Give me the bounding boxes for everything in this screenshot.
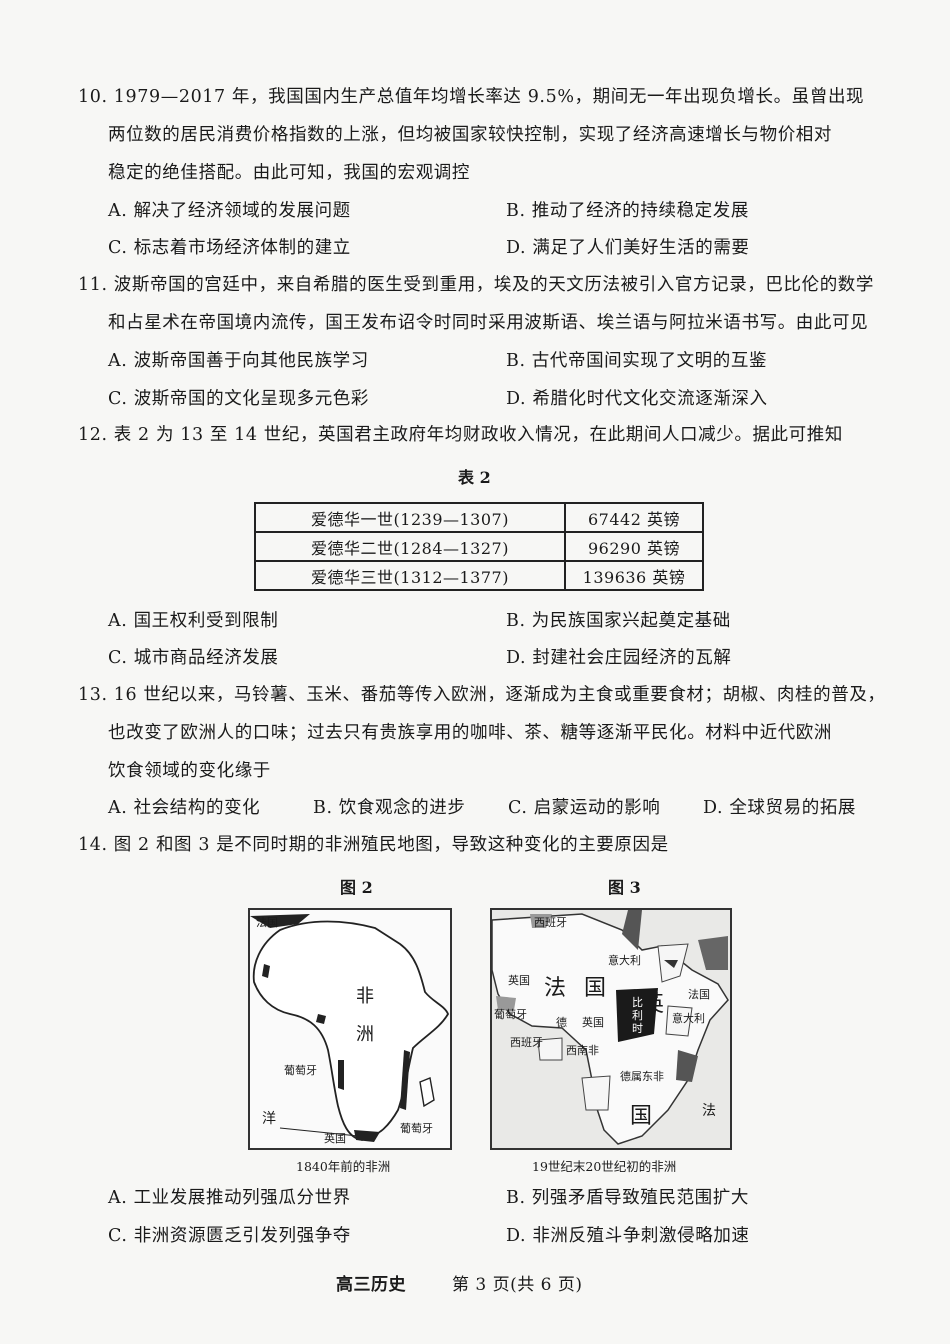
table-cell-revenue: 96290 英镑 [564,531,704,562]
q14-line-1: 14. 图 2 和图 3 是不同时期的非洲殖民地图，导致这种变化的主要原因是 [78,835,669,855]
map-label-france-east: 法国 [688,988,710,1001]
footer-subject: 高三历史 [336,1275,406,1295]
map-label-portugal-west: 葡萄牙 [494,1008,527,1021]
map-label-ying: 英 [642,992,665,1017]
q10-line-2: 两位数的居民消费价格指数的上涨，但均被国家较快控制，实现了经济高速增长与物价相对 [108,125,832,145]
q12-option-b[interactable]: B. 为民族国家兴起奠定基础 [506,611,731,631]
map-label-de: 德 [556,1016,567,1029]
table-row: 爱德华一世(1239—1307) 67442 英镑 [254,502,704,533]
q13-option-d[interactable]: D. 全球贸易的拓展 [703,798,857,818]
q11-line-2: 和占星术在帝国境内流传，国王发布诏令时同时采用波斯语、埃兰语与阿拉米语书写。由此… [108,313,869,333]
map-label-fei: 非 [356,986,374,1007]
africa-1840-map-image [250,914,449,1142]
table-cell-revenue: 67442 英镑 [564,502,704,533]
map-label-guo-1: 国 [584,976,607,1001]
q10-option-a[interactable]: A. 解决了经济领域的发展问题 [108,201,351,221]
q10-line-1: 10. 1979—2017 年，我国国内生产总值年均增长率达 9.5%，期间无一… [78,87,865,107]
figure-2-title: 图 2 [340,878,373,897]
q13-option-c[interactable]: C. 启蒙运动的影响 [508,798,661,818]
map-label-britain-west: 英国 [508,974,530,987]
figure-3-caption: 19世纪末20世纪初的非洲 [532,1159,677,1174]
map-label-spain-north: 西班牙 [534,916,567,929]
figure-2-map: 法国 非 洲 葡萄牙 洋 英国 葡萄牙 [248,908,452,1150]
map-label-zhou: 洲 [356,1024,374,1045]
table-cell-king: 爱德华二世(1284—1327) [254,531,566,562]
table-cell-king: 爱德华一世(1239—1307) [254,502,566,533]
q10-line-3: 稳定的绝佳搭配。由此可知，我国的宏观调控 [108,163,470,183]
q13-option-b[interactable]: B. 饮食观念的进步 [313,798,466,818]
table-2-caption: 表 2 [458,468,491,487]
table-2: 爱德华一世(1239—1307) 67442 英镑 爱德华二世(1284—132… [254,502,704,591]
q12-option-a[interactable]: A. 国王权利受到限制 [108,611,279,631]
map-label-fa: 法 [544,976,567,1001]
map-label-france: 法国 [256,916,278,929]
map-label-fa-2: 法 [702,1103,716,1119]
map-label-yingguo: 英国 [582,1016,604,1029]
figure-3-map: 西班牙 意大利 法 国 英 国 英国 葡萄牙 西班牙 德 英国 比利时 西南非 … [490,908,732,1150]
map-label-portugal-west: 葡萄牙 [284,1064,317,1077]
q12-option-d[interactable]: D. 封建社会庄园经济的瓦解 [506,648,732,668]
table-row: 爱德华三世(1312—1377) 139636 英镑 [254,560,704,591]
map-label-britain: 英国 [324,1132,346,1145]
q12-option-c[interactable]: C. 城市商品经济发展 [108,648,279,668]
map-label-portugal-east: 葡萄牙 [400,1122,433,1135]
q12-line-1: 12. 表 2 为 13 至 14 世纪，英国君主政府年均财政收入情况，在此期间… [78,425,843,445]
q11-option-a[interactable]: A. 波斯帝国善于向其他民族学习 [108,351,369,371]
q14-option-a[interactable]: A. 工业发展推动列强瓜分世界 [108,1188,351,1208]
q11-option-d[interactable]: D. 希腊化时代文化交流逐渐深入 [506,389,768,409]
map-label-southwest-africa: 西南非 [566,1044,599,1057]
footer-page-number: 第 3 页(共 6 页) [452,1275,583,1295]
q14-option-b[interactable]: B. 列强矛盾导致殖民范围扩大 [506,1188,749,1208]
q11-option-b[interactable]: B. 古代帝国间实现了文明的互鉴 [506,351,768,371]
figure-3-title: 图 3 [608,878,641,897]
table-cell-revenue: 139636 英镑 [564,560,704,591]
q14-option-c[interactable]: C. 非洲资源匮乏引发列强争夺 [108,1226,351,1246]
map-label-german-east-africa: 德属东非 [620,1070,664,1083]
map-label-yang: 洋 [262,1111,276,1127]
figure-2-caption: 1840年前的非洲 [296,1159,391,1174]
q10-option-b[interactable]: B. 推动了经济的持续稳定发展 [506,201,749,221]
map-label-belgium: 比利时 [632,996,643,1035]
table-row: 爱德华二世(1284—1327) 96290 英镑 [254,531,704,562]
map-label-guo-2: 国 [630,1104,653,1129]
q11-line-1: 11. 波斯帝国的宫廷中，来自希腊的医生受到重用，埃及的天文历法被引入官方记录，… [78,275,874,295]
q13-option-a[interactable]: A. 社会结构的变化 [108,798,261,818]
africa-1900-map-image [492,910,729,1145]
map-label-italy-east: 意大利 [672,1012,705,1025]
map-label-italy-north: 意大利 [608,954,641,967]
map-label-spain-west: 西班牙 [510,1036,543,1049]
q13-line-2: 也改变了欧洲人的口味；过去只有贵族享用的咖啡、茶、糖等逐渐平民化。材料中近代欧洲 [108,723,832,743]
table-cell-king: 爱德华三世(1312—1377) [254,560,566,591]
q10-option-d[interactable]: D. 满足了人们美好生活的需要 [506,238,750,258]
q13-line-3: 饮食领域的变化缘于 [108,761,271,781]
q13-line-1: 13. 16 世纪以来，马铃薯、玉米、番茄等传入欧洲，逐渐成为主食或重要食材；胡… [78,685,886,705]
q10-option-c[interactable]: C. 标志着市场经济体制的建立 [108,238,351,258]
q11-option-c[interactable]: C. 波斯帝国的文化呈现多元色彩 [108,389,369,409]
q14-option-d[interactable]: D. 非洲反殖斗争刺激侵略加速 [506,1226,750,1246]
